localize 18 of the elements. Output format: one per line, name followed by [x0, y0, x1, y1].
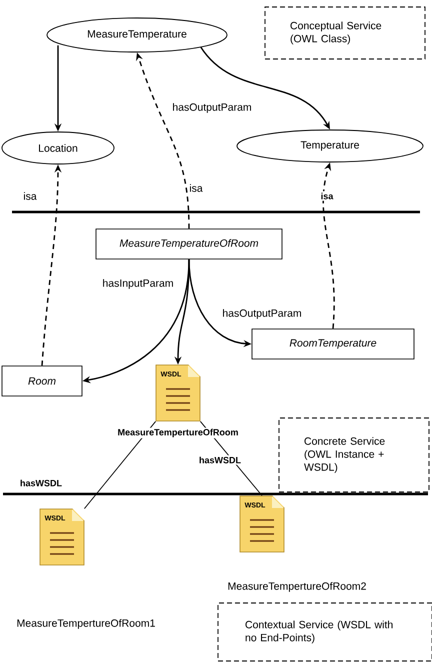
connector-line: [84, 420, 156, 510]
instance-box: Room: [2, 366, 82, 396]
edge-label: hasOutputParam: [220, 308, 304, 320]
document-caption: MeasureTempertureOfRoom: [116, 428, 240, 438]
edge-label: isa: [22, 190, 38, 202]
document-caption: MeasureTempertureOfRoom1: [16, 618, 156, 630]
document-caption: MeasureTempertureOfRoom2: [226, 581, 368, 593]
edge-label: isa: [319, 191, 335, 201]
legend-box: Contextual Service (WSDL with no End-Points): [218, 602, 432, 662]
edge-label: hasOutputParam: [170, 102, 254, 114]
edge-label: hasWSDL: [18, 478, 64, 488]
edge-label: isa: [188, 182, 204, 194]
edge-label: hasInputParam: [100, 278, 176, 290]
edge-label: hasWSDL: [198, 455, 242, 465]
instance-box: MeasureTemperatureOfRoom: [96, 228, 282, 260]
instance-box: RoomTemperature: [252, 328, 414, 360]
legend-box: Concrete Service (OWL Instance + WSDL): [278, 418, 430, 492]
legend-box: Conceptual Service (OWL Class): [264, 6, 426, 60]
